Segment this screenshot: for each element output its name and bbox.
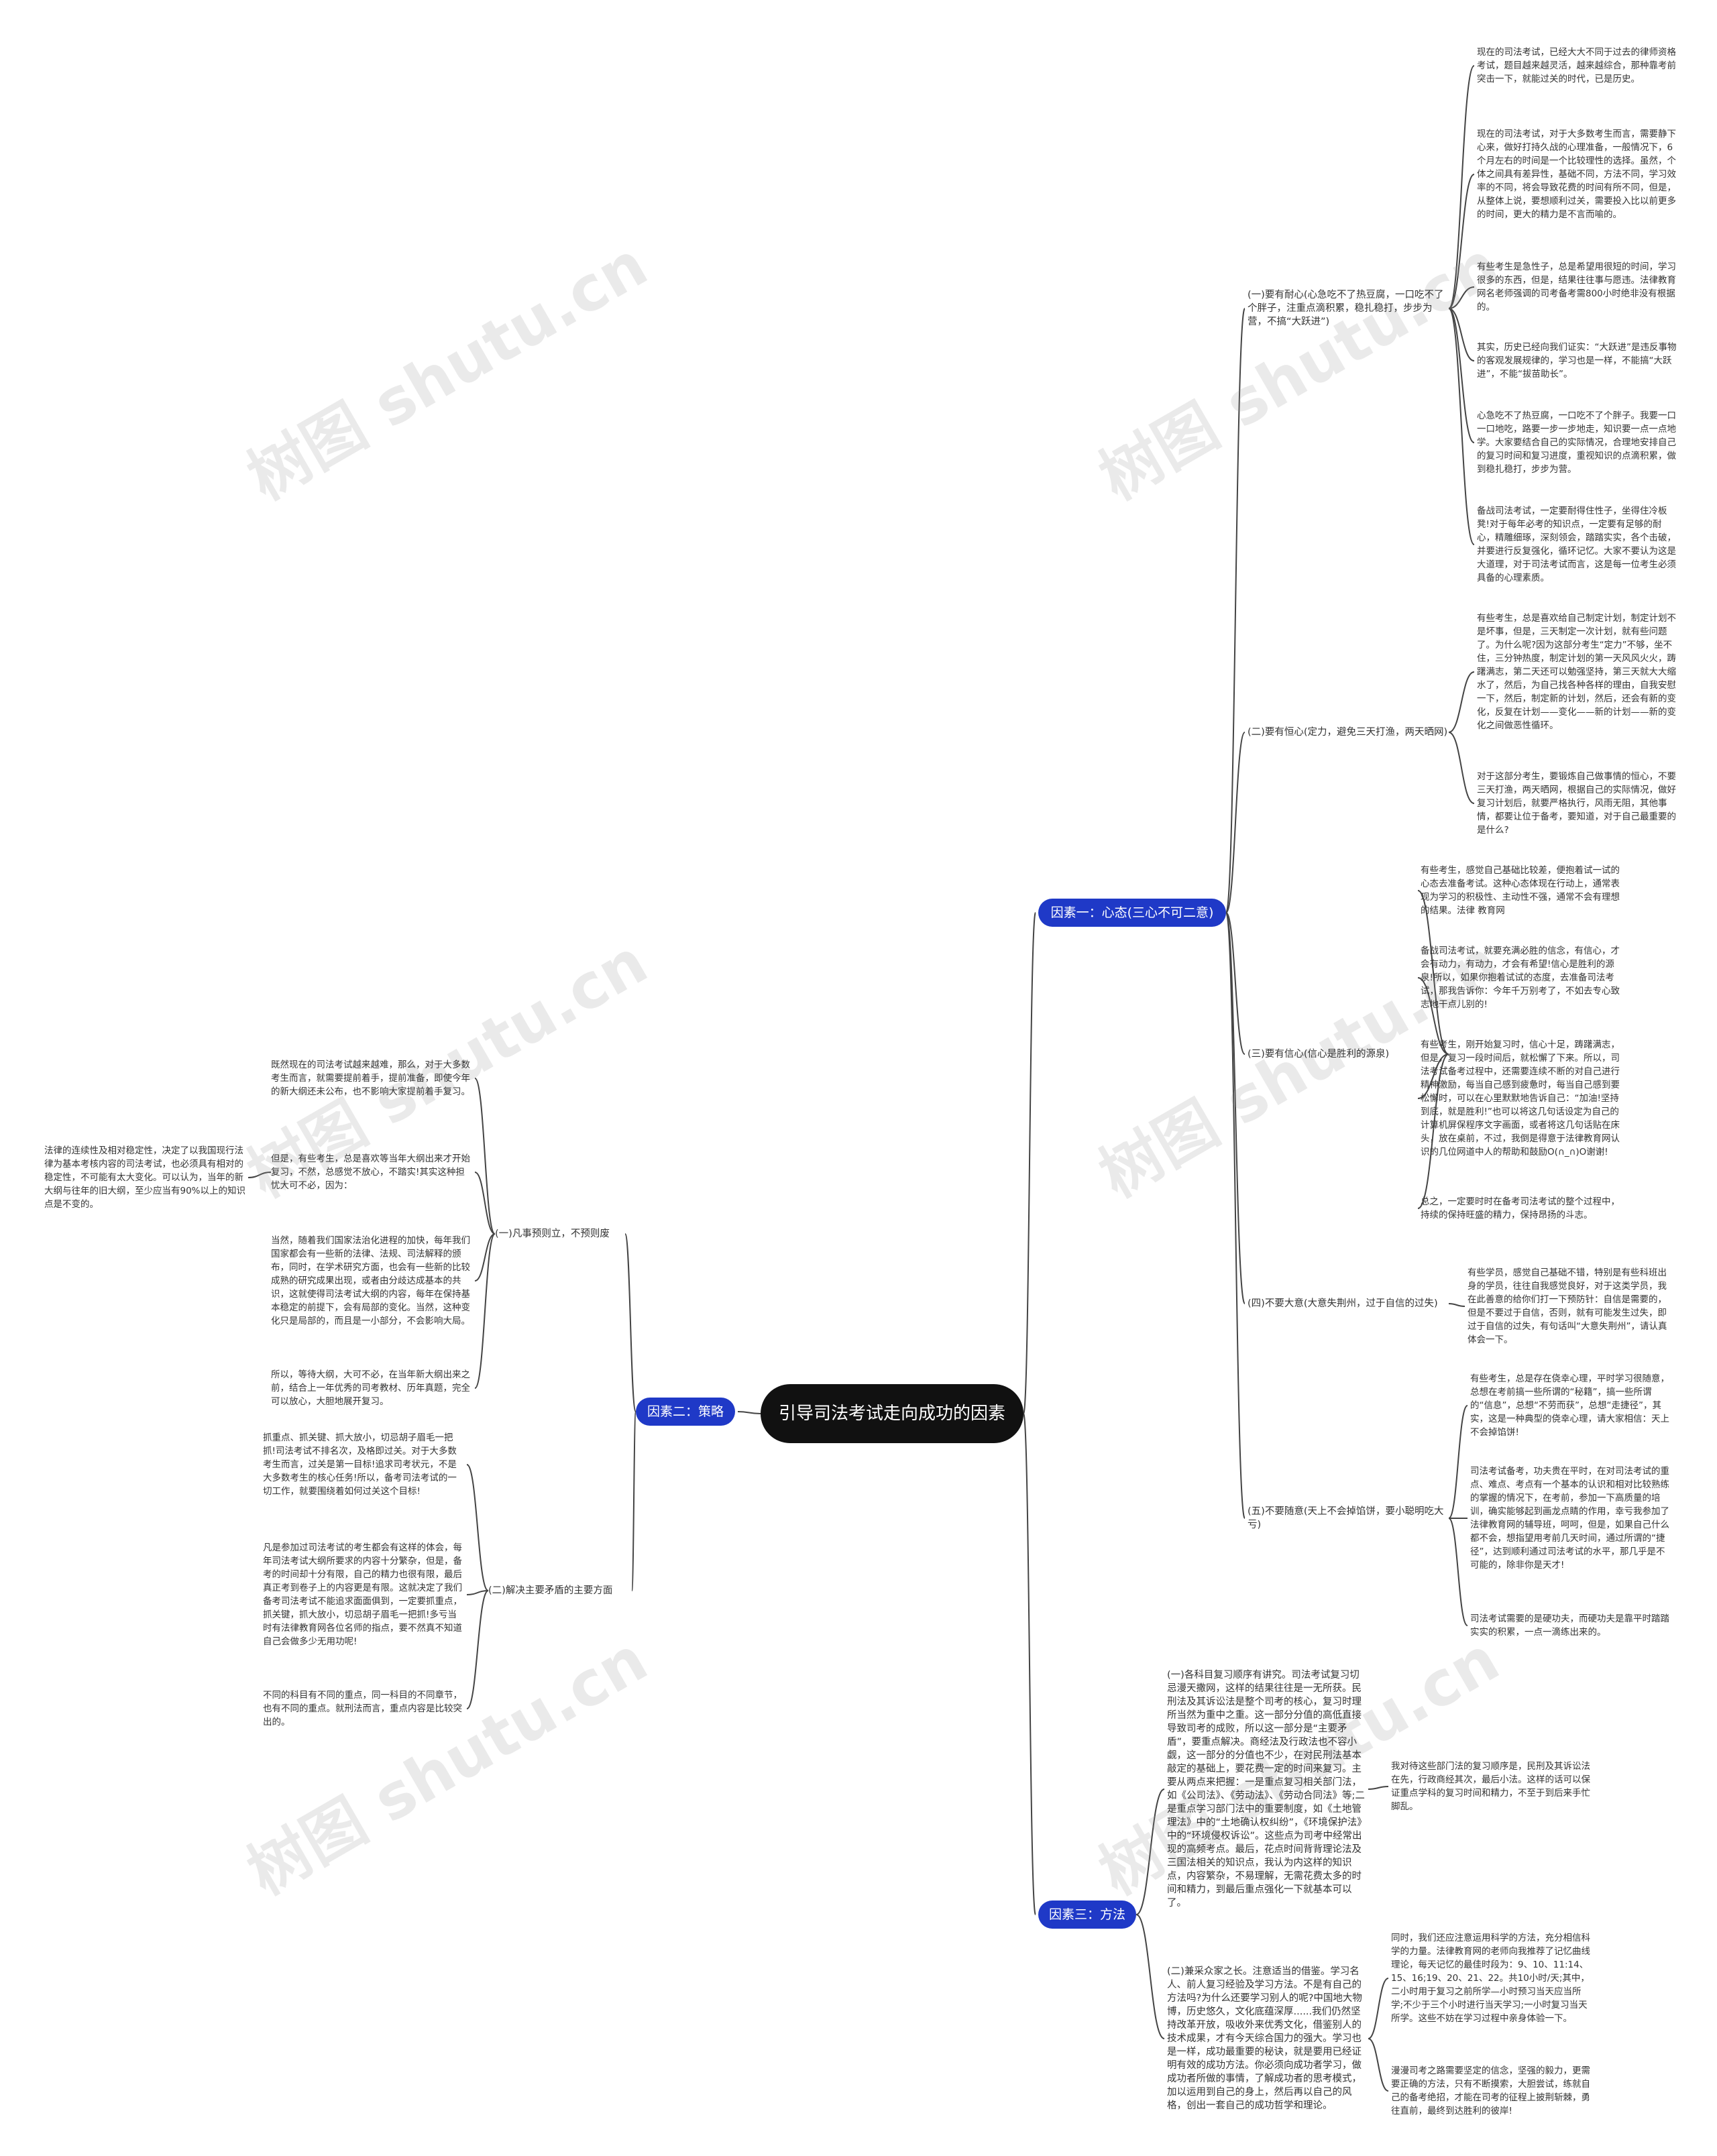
- sub-topic-study-order[interactable]: (一)各科目复习顺序有讲究。司法考试复习切忌漫天撒网，这样的结果往往是一无所获。…: [1167, 1670, 1367, 1909]
- sub-topic-perseverance[interactable]: (二)要有恒心(定力，避免三天打渔，两天晒网): [1248, 727, 1448, 738]
- connector-line: [631, 1411, 636, 1591]
- connector-line: [1225, 912, 1245, 1055]
- connector-line: [1417, 1054, 1449, 1209]
- leaf-text: 有些考生，总是喜欢给自己制定计划，制定计划不是坏事，但是，三天制定一次计划，就有…: [1477, 613, 1676, 731]
- leaf-text: 我对待这些部门法的复习顺序是，民刑及其诉讼法在先，行政商经其次，最后小法。这样的…: [1391, 1761, 1590, 1812]
- connector-line: [1448, 671, 1475, 733]
- leaf-text: 有些考生，刚开始复习时，信心十足，踌躇满志，但是，复习一段时间后，就松懈了下来。…: [1421, 1039, 1620, 1157]
- leaf-text: 备战司法考试，一定要耐得住性子，坐得住冷板凳!对于每年必考的知识点，一定要有足够…: [1477, 506, 1676, 583]
- connector-line: [1448, 308, 1475, 443]
- leaf-text: 司法考试备考，功夫贵在平时，在对司法考试的重点、难点、考点有一个基本的认识和相对…: [1470, 1466, 1669, 1571]
- connector-line: [474, 1233, 496, 1389]
- leaf-text: 有些考生是急性子，总是希望用很短的时间，学习很多的东西，但是，结果往往事与愿违。…: [1477, 262, 1676, 313]
- leaf-text: 法律的连续性及相对稳定性，决定了以我国现行法律为基本考核内容的司法考试，也必须具…: [44, 1145, 246, 1210]
- leaf-text: 现在的司法考试，已经大大不同于过去的律师资格考试，题目越来越灵活，越来越综合，那…: [1477, 47, 1676, 84]
- connector-line: [1225, 732, 1245, 913]
- leaf-text: 所以，等待大纲，大可不必，在当年新大纲出来之前，结合上一年优秀的司考教材、历年真…: [271, 1369, 470, 1407]
- leaf-text: 漫漫司考之路需要坚定的信念，坚强的毅力，更需要正确的方法，只有不断摸索，大胆尝试…: [1391, 2065, 1590, 2116]
- leaf-text: 当然，随着我们国家法治化进程的加快，每年我们国家都会有一些新的法律、法规、司法解…: [271, 1235, 470, 1326]
- leaf-text: 同时，我们还应注意运用科学的方法，充分相信科学的力量。法律教育网的老师向我推荐了…: [1391, 1933, 1590, 2024]
- connector-line: [1448, 174, 1475, 309]
- connector-line: [1225, 308, 1245, 913]
- branch-factor-mindset[interactable]: 因素一：心态(三心不可二意): [1038, 899, 1226, 927]
- connector-line: [1136, 1789, 1165, 1915]
- connector-line: [247, 1172, 272, 1178]
- leaf-text: 司法考试需要的是硬功夫，而硬功夫是靠平时踏踏实实的积累，一点一滴练出来的。: [1470, 1613, 1669, 1638]
- connector-line: [1448, 65, 1475, 309]
- connector-line: [474, 1172, 496, 1235]
- leaf-text: 但是，有些考生，总是喜欢等当年大纲出来才开始复习，不然，总感觉不放心，不踏实!其…: [271, 1153, 470, 1191]
- sub-topic-not-careless[interactable]: (四)不要大意(大意失荆州，过于自信的过失): [1248, 1298, 1438, 1309]
- connector-line: [466, 1464, 489, 1591]
- leaf-text: 其实，历史已经向我们证实：“大跃进”是违反事物的客观发展规律的，学习也是一样，不…: [1477, 342, 1677, 380]
- connector-line: [1448, 1303, 1465, 1307]
- branch-factor-strategy[interactable]: 因素二：策略: [636, 1398, 735, 1426]
- connector-line: [1023, 1413, 1036, 1915]
- sub-topic-not-casual[interactable]: (五)不要随意(天上不会掉馅饼，要小聪明吃大亏): [1248, 1506, 1444, 1530]
- connector-line: [1448, 308, 1475, 361]
- connector-line: [1225, 912, 1245, 1304]
- connector-line: [737, 1411, 761, 1414]
- connector-line: [1448, 1518, 1468, 1626]
- connector-line: [624, 1233, 636, 1412]
- leaf-text: 有些考生，感觉自己基础比较差，便抱着试一试的心态去准备考试。这种心态体现在行动上…: [1421, 865, 1620, 916]
- connector-line: [1448, 732, 1475, 804]
- leaf-text: 对于这部分考生，要锻炼自己做事情的恒心，不要三天打渔，两天晒网，根据自己的实际情…: [1477, 771, 1676, 836]
- leaf-text: 不同的科目有不同的重点，同一科目的不同章节，也有不同的重点。就刑法而言，重点内容…: [263, 1690, 462, 1727]
- leaf-text: 有些考生，总是存在侥幸心理，平时学习很随意，总想在考前搞一些所谓的“秘籍”，搞一…: [1470, 1373, 1669, 1438]
- connector-line: [1448, 1405, 1468, 1519]
- connector-line: [474, 1233, 496, 1282]
- branch-factor-method[interactable]: 因素三：方法: [1038, 1900, 1136, 1929]
- connector-line: [1368, 1978, 1389, 2039]
- sub-topic-patience[interactable]: (一)要有耐心(心急吃不了热豆腐，一口吃不了个胖子，注重点滴积累，稳扎稳打，步步…: [1248, 290, 1444, 327]
- connector-line: [466, 1590, 489, 1595]
- sub-topic-main-contradiction[interactable]: (二)解决主要矛盾的主要方面: [488, 1585, 613, 1596]
- sub-topic-plan-ahead[interactable]: (一)凡事预则立，不预则废: [495, 1229, 610, 1239]
- connector-line: [1448, 308, 1475, 545]
- connector-line: [1368, 1786, 1389, 1790]
- leaf-text: 总之，一定要时时在备考司法考试的整个过程中，持续的保持旺盛的精力，保持昂扬的斗志…: [1421, 1196, 1620, 1221]
- connector-line: [474, 1078, 496, 1235]
- connector-line: [1225, 912, 1245, 1519]
- connector-line: [1417, 977, 1449, 1055]
- connector-line: [466, 1590, 489, 1709]
- leaf-text: 既然现在的司法考试越来越难，那么，对于大多数考生而言，就需要提前着手，提前准备，…: [271, 1060, 470, 1097]
- connector-line: [1023, 912, 1036, 1414]
- connector-line: [1417, 890, 1449, 1055]
- leaf-text: 抓重点、抓关键、抓大放小，切忌胡子眉毛一把抓!司法考试不排名次，及格即过关。对于…: [263, 1432, 457, 1497]
- connector-line: [1136, 1914, 1165, 2039]
- leaf-text: 现在的司法考试，对于大多数考生而言，需要静下心来，做好打持久战的心理准备，一般情…: [1477, 129, 1676, 220]
- leaf-text: 备战司法考试，就要充满必胜的信念，有信心，才会有动力，有动力，才会有希望!信心是…: [1421, 946, 1620, 1010]
- sub-topic-confidence[interactable]: (三)要有信心(信心是胜利的源泉): [1248, 1049, 1390, 1060]
- leaf-text: 有些学员，感觉自己基础不错，特别是有些科班出身的学员，往往自我感觉良好，对于这类…: [1467, 1267, 1667, 1345]
- leaf-text: 心急吃不了热豆腐，一口吃不了个胖子。我要一口一口地吃，路要一步一步地走，知识要一…: [1477, 410, 1676, 475]
- connector-line: [1417, 1054, 1449, 1099]
- leaf-text: 凡是参加过司法考试的考生都会有这样的体会，每年司法考试大纲所要求的内容十分繁杂，…: [263, 1542, 462, 1647]
- sub-topic-learn-from-others[interactable]: (二)兼采众家之长。注意适当的借鉴。学习名人、前人复习经验及学习方法。不是有自己…: [1167, 1966, 1362, 2111]
- connector-line: [1368, 2038, 1389, 2092]
- root-topic[interactable]: 引导司法考试走向成功的因素: [761, 1384, 1023, 1443]
- connector-line: [1448, 286, 1475, 309]
